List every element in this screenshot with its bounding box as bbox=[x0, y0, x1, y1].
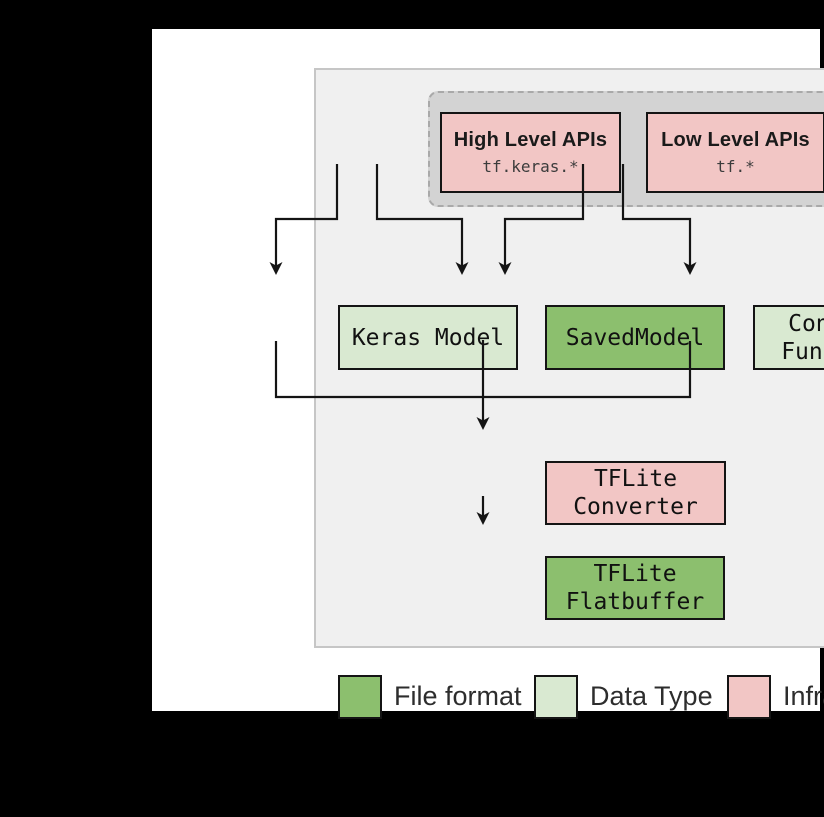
legend-item-file-format: File format bbox=[338, 674, 522, 719]
infrastructure-label: Infrastructure bbox=[783, 681, 824, 711]
data-type-label: Data Type bbox=[590, 681, 713, 711]
node-low-level-apis: Low Level APIs tf.* bbox=[646, 112, 824, 193]
tflite-converter-line1: TFLite bbox=[593, 466, 678, 492]
node-concrete-functions: Concrete Functions bbox=[753, 305, 824, 370]
node-keras-model: Keras Model bbox=[338, 305, 518, 370]
file-format-label: File format bbox=[394, 681, 522, 711]
tflite-flatbuffer-line2: Flatbuffer bbox=[565, 589, 705, 615]
node-tflite-flatbuffer: TFLite Flatbuffer bbox=[545, 556, 725, 620]
node-saved-model: SavedModel bbox=[545, 305, 725, 370]
tflite-converter-line2: Converter bbox=[573, 494, 698, 520]
node-tflite-converter: TFLite Converter bbox=[545, 461, 726, 525]
file-format-swatch bbox=[338, 674, 382, 719]
low-level-apis-title: Low Level APIs bbox=[661, 128, 810, 151]
low-level-apis-code: tf.* bbox=[716, 156, 755, 176]
data-type-swatch bbox=[534, 674, 578, 719]
legend-item-data-type: Data Type bbox=[534, 674, 713, 719]
infrastructure-swatch bbox=[727, 674, 771, 719]
tflite-flatbuffer-line1: TFLite bbox=[593, 561, 677, 587]
concrete-functions-line1: Concrete bbox=[788, 310, 824, 337]
concrete-functions-line2: Functions bbox=[781, 338, 824, 365]
high-level-apis-title: High Level APIs bbox=[453, 128, 608, 151]
saved-model-label: SavedModel bbox=[565, 324, 705, 351]
high-level-apis-code: tf.keras.* bbox=[482, 156, 579, 176]
diagram-card: High Level APIs tf.keras.* Low Level API… bbox=[152, 29, 824, 719]
legend-item-infrastructure: Infrastructure bbox=[727, 674, 824, 719]
node-high-level-apis: High Level APIs tf.keras.* bbox=[440, 112, 621, 193]
keras-model-label: Keras Model bbox=[351, 324, 505, 351]
